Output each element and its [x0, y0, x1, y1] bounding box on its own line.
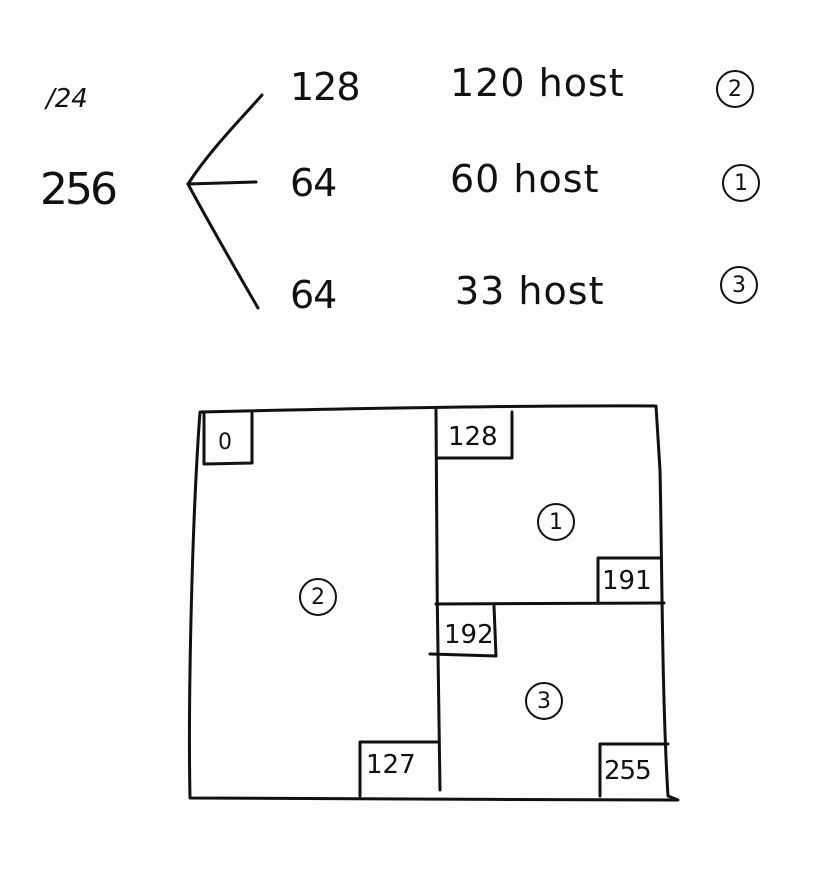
- subnet-size-1: 128: [290, 65, 361, 109]
- box-0: [202, 410, 254, 466]
- range-start-region-3: 192: [444, 620, 494, 650]
- subnet-hosts-2: 60 host: [450, 157, 600, 201]
- box-192: [428, 604, 498, 658]
- branch-line-bottom: [186, 182, 260, 310]
- subnet-hosts-1: 120 host: [450, 61, 625, 105]
- box-255: [598, 742, 670, 798]
- region-label-2: 2: [299, 578, 337, 616]
- prefix-label: /24: [46, 84, 88, 114]
- total-addresses: 256: [40, 164, 118, 215]
- box-191: [596, 556, 662, 604]
- subnet-size-2: 64: [290, 161, 337, 205]
- range-start-region-2: 0: [218, 430, 232, 455]
- order-badge-1: 2: [716, 70, 754, 108]
- region-label-1: 1: [537, 503, 575, 541]
- outer-box: [187, 404, 680, 802]
- subnet-size-3: 64: [290, 273, 337, 317]
- box-127: [358, 740, 440, 798]
- box-128: [436, 410, 514, 460]
- range-end-region-2: 127: [366, 750, 416, 780]
- order-badge-2: 1: [722, 164, 760, 202]
- range-start-region-1: 128: [448, 422, 498, 452]
- horizontal-divider: [434, 601, 666, 606]
- order-badge-3: 3: [720, 266, 758, 304]
- branch-line-top: [186, 93, 264, 186]
- subnet-hosts-3: 33 host: [455, 269, 605, 313]
- vertical-divider: [434, 408, 442, 792]
- branch-line-middle: [186, 180, 258, 186]
- range-end-region-3: 255: [604, 756, 652, 786]
- range-end-region-1: 191: [602, 566, 652, 596]
- region-label-3: 3: [525, 682, 563, 720]
